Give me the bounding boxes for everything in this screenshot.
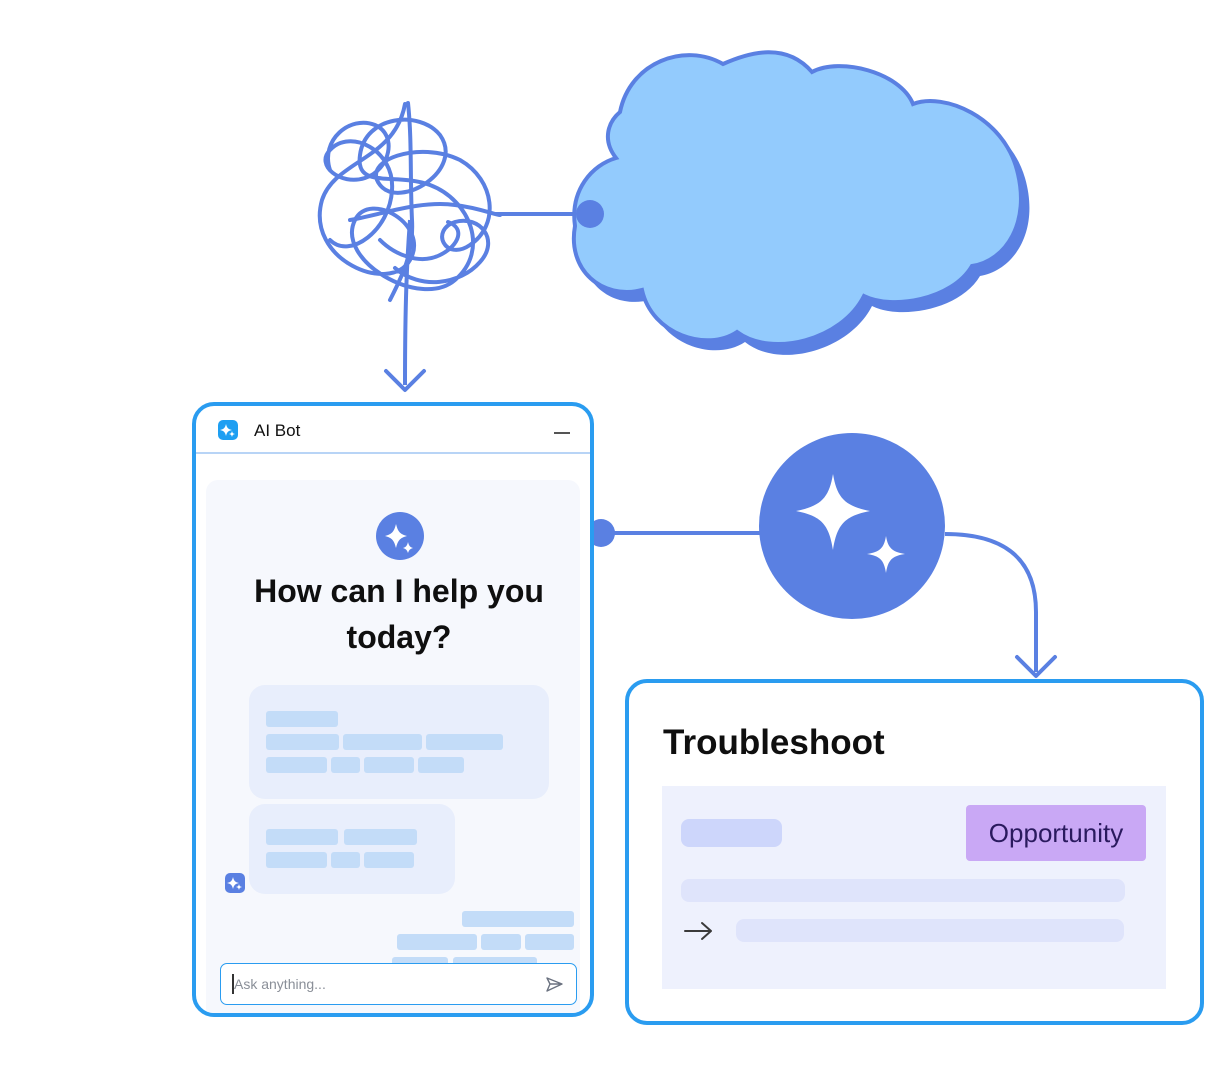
connector-sparkle-troubleshoot — [945, 534, 1036, 672]
sparkle-icon — [218, 420, 238, 440]
troubleshoot-window: Troubleshoot Opportunity — [625, 679, 1204, 1025]
placeholder-line — [343, 734, 422, 750]
placeholder-line — [736, 919, 1124, 942]
placeholder-line — [426, 734, 503, 750]
placeholder-line — [344, 829, 417, 845]
minimize-icon[interactable] — [554, 432, 570, 434]
chat-greeting: How can I help you today? — [226, 568, 572, 660]
placeholder-line — [481, 934, 521, 950]
placeholder-line — [681, 879, 1125, 902]
opportunity-badge: Opportunity — [966, 805, 1146, 861]
message-bubble — [249, 804, 455, 894]
troubleshoot-title: Troubleshoot — [663, 723, 885, 763]
connector-dot-cloud — [576, 200, 604, 228]
sparkle-circle-icon — [759, 433, 945, 619]
placeholder-line — [364, 852, 414, 868]
placeholder-line — [418, 757, 464, 773]
connector-tangle-chat — [405, 220, 410, 385]
placeholder-line — [331, 852, 360, 868]
chat-input-placeholder: Ask anything... — [234, 976, 326, 992]
placeholder-line — [364, 757, 414, 773]
troubleshoot-panel: Opportunity — [662, 786, 1166, 989]
arrow-right-icon — [682, 919, 716, 943]
bot-avatar-icon — [225, 873, 245, 893]
placeholder-line — [266, 734, 339, 750]
placeholder-pill — [681, 819, 782, 847]
placeholder-line — [266, 711, 338, 727]
placeholder-line — [525, 934, 574, 950]
placeholder-line — [331, 757, 360, 773]
placeholder-line — [266, 829, 338, 845]
placeholder-line — [266, 852, 327, 868]
placeholder-line — [266, 757, 327, 773]
sparkle-icon — [376, 512, 424, 560]
chat-title: AI Bot — [254, 421, 300, 441]
chat-header: AI Bot — [196, 406, 590, 454]
send-icon[interactable] — [544, 975, 564, 995]
placeholder-line — [397, 934, 477, 950]
placeholder-line — [462, 911, 574, 927]
tangle-icon — [320, 103, 500, 300]
chat-input[interactable]: Ask anything... — [220, 963, 577, 1005]
chat-window: AI Bot How can I help you today? A — [192, 402, 594, 1017]
